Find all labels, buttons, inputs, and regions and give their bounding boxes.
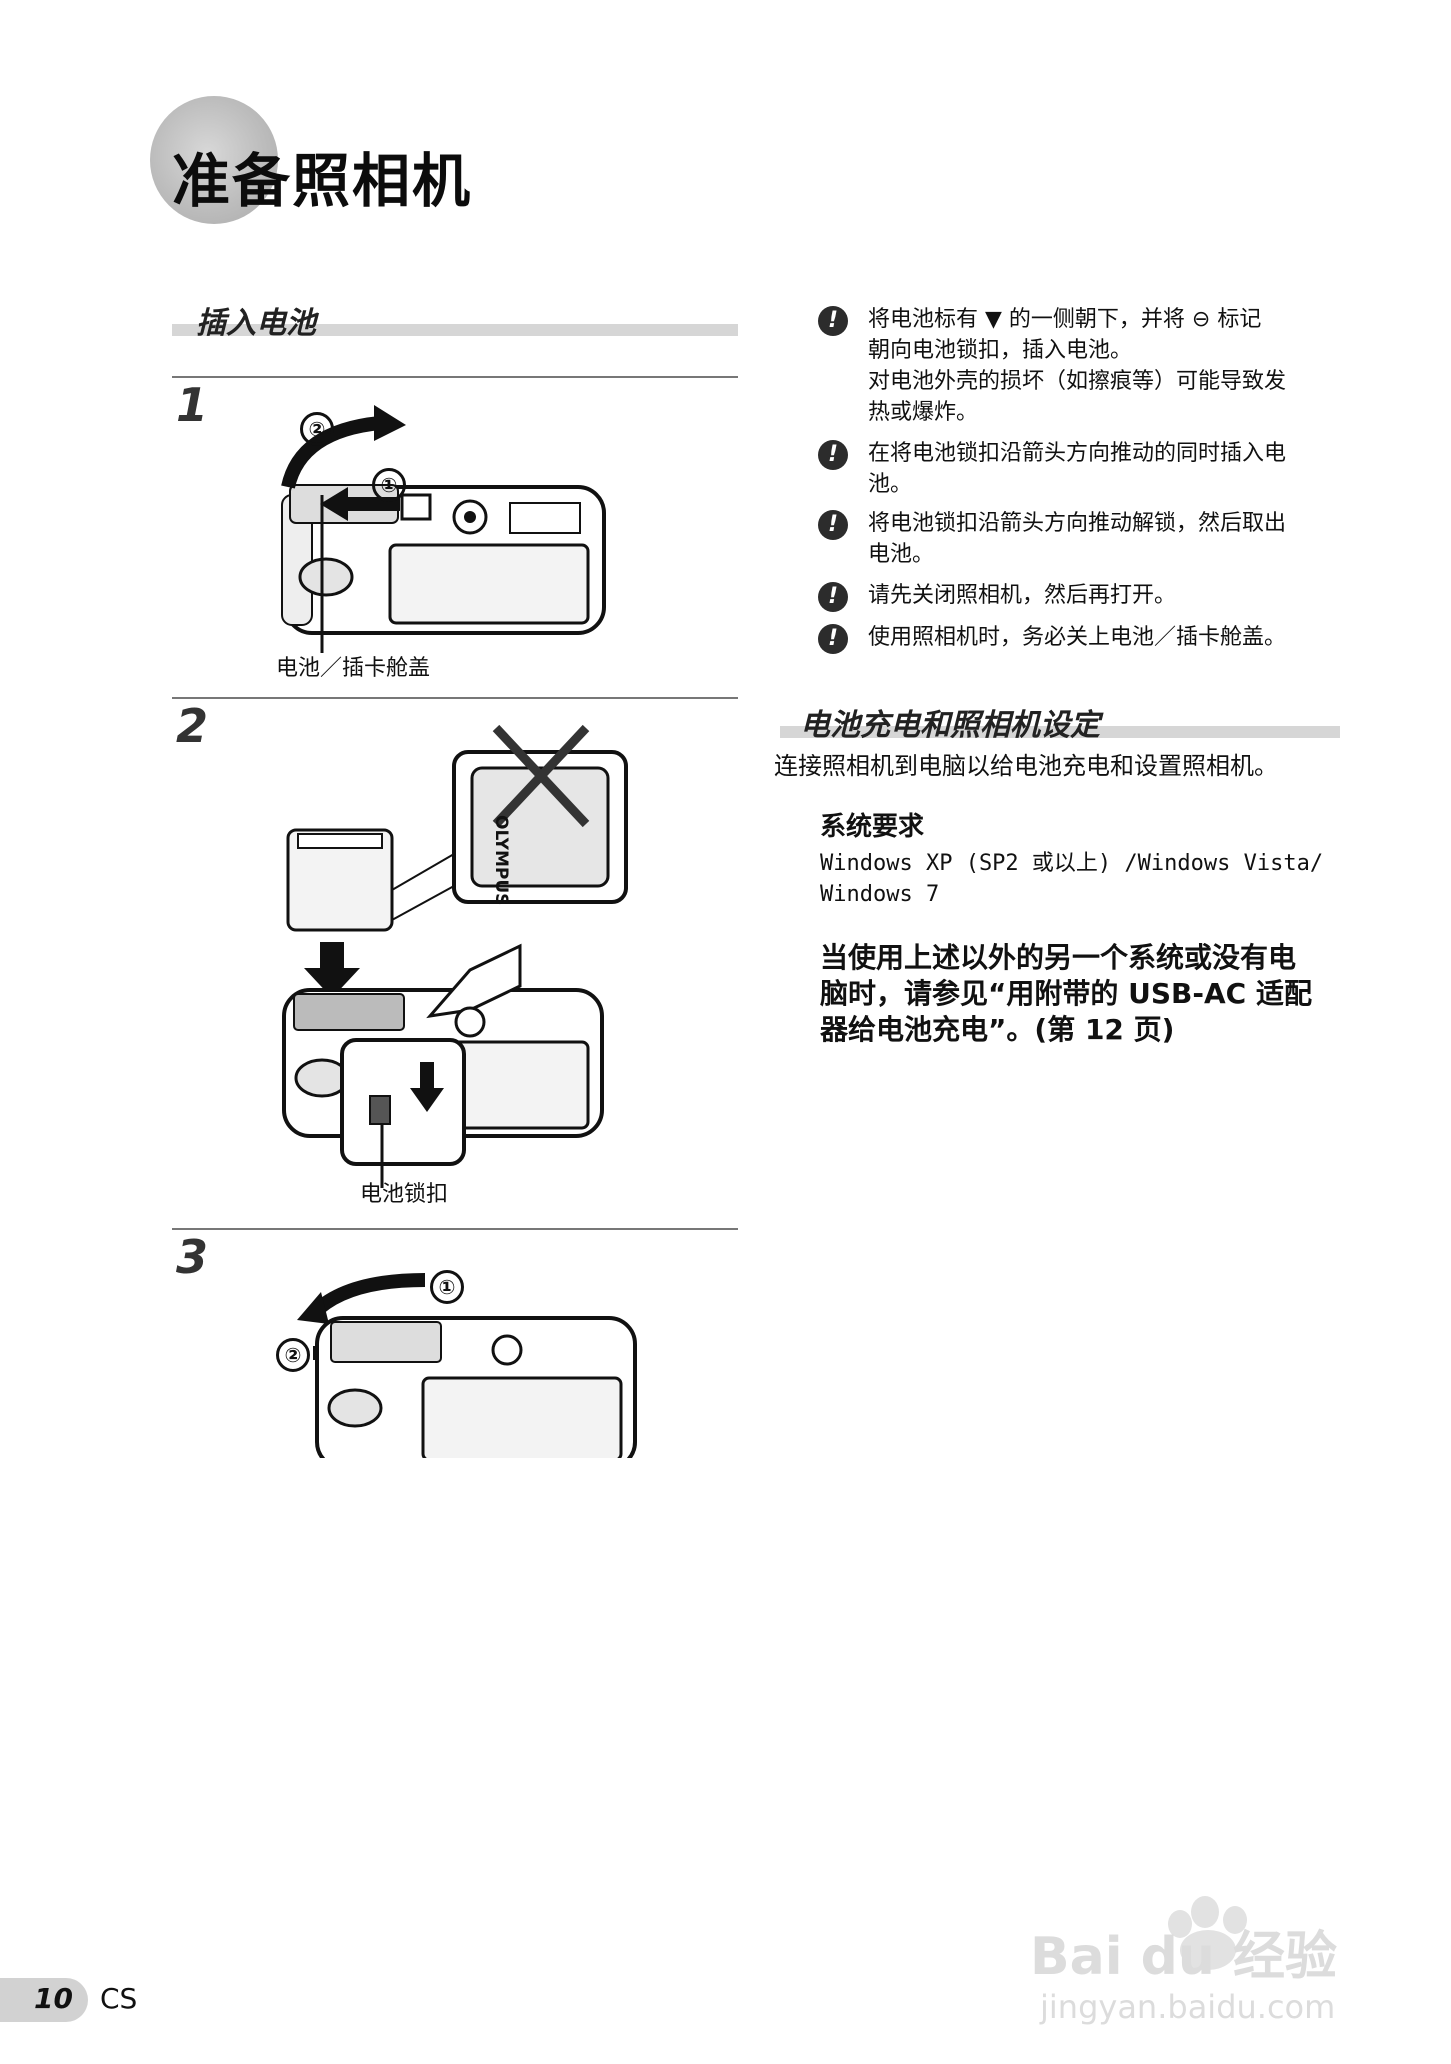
step-divider: [172, 697, 738, 699]
step-number-2: 2: [176, 699, 209, 753]
caution-note: ! 在将电池锁扣沿箭头方向推动的同时插入电 池。: [818, 438, 1338, 500]
sysreq-line: Windows 7: [820, 882, 940, 907]
olympus-logo: OLYMPUS: [491, 815, 511, 906]
language-code: CS: [100, 1982, 138, 2015]
title-camera-disc: [150, 96, 278, 224]
battery-lock-label: 电池锁扣: [360, 1182, 449, 1207]
step-number-3: 3: [176, 1230, 209, 1284]
alt-charging-line: 当使用上述以外的另一个系统或没有电: [820, 941, 1297, 974]
baidu-watermark: Bai du 经验 jingyan.baidu.com: [1030, 1896, 1337, 2026]
callout-2: ②: [276, 1338, 310, 1372]
caution-icon: !: [818, 440, 848, 470]
battery-card-cover-label: 电池／插卡舱盖: [276, 656, 431, 681]
alt-charging-note: 当使用上述以外的另一个系统或没有电 脑时，请参见“用附带的 USB-AC 适配 …: [820, 940, 1312, 1048]
watermark-text: Bai du 经验: [1030, 1927, 1337, 1987]
note-line: 将电池锁扣沿箭头方向推动解锁，然后取出: [868, 511, 1287, 536]
sysreq-line: Windows XP (SP2 或以上) /Windows Vista/: [820, 851, 1324, 876]
caution-note: ! 将电池锁扣沿箭头方向推动解锁，然后取出 电池。: [818, 508, 1338, 570]
note-line: 请先关闭照相机，然后再打开。: [868, 583, 1177, 608]
note-line: 朝向电池锁扣，插入电池。: [868, 338, 1133, 363]
step-divider: [172, 376, 738, 378]
caution-icon: !: [818, 624, 848, 654]
caution-icon: !: [818, 306, 848, 336]
section-title-insert-battery: 插入电池: [196, 306, 316, 341]
section-bar: [780, 726, 1340, 738]
section-title-charging-setup: 电池充电和照相机设定: [800, 708, 1100, 743]
callout-1: ①: [372, 468, 406, 502]
callout-1: ①: [430, 1270, 464, 1304]
alt-charging-line: 脑时，请参见“用附带的 USB-AC 适配: [820, 977, 1312, 1010]
page-title: 准备照相机: [172, 147, 473, 215]
note-line: 热或爆炸。: [868, 400, 979, 425]
section-bar: [172, 324, 738, 336]
step-number-1: 1: [176, 378, 209, 432]
note-line: 使用照相机时，务必关上电池／插卡舱盖。: [868, 625, 1287, 650]
note-line: 在将电池锁扣沿箭头方向推动的同时插入电: [868, 441, 1287, 466]
page-number: 10: [34, 1982, 73, 2015]
alt-charging-line: 器给电池充电”。(第 12 页): [820, 1013, 1175, 1046]
camera-illustration-step1: [281, 405, 606, 653]
caution-note: ! 使用照相机时，务必关上电池／插卡舱盖。: [818, 622, 1338, 654]
camera-illustration-step2: [282, 724, 628, 1188]
watermark-url: jingyan.baidu.com: [1039, 1988, 1335, 2026]
sysreq-list: Windows XP (SP2 或以上) /Windows Vista/ Win…: [820, 848, 1323, 910]
note-line: 池。: [868, 472, 913, 497]
caution-icon: !: [818, 582, 848, 612]
caution-note: ! 请先关闭照相机，然后再打开。: [818, 580, 1338, 612]
camera-illustration-step3: [297, 1273, 637, 1458]
sysreq-heading: 系统要求: [820, 812, 925, 842]
note-line: 电池。: [868, 542, 935, 567]
caution-note: ! 将电池标有 ▼ 的一侧朝下，并将 ⊖ 标记 朝向电池锁扣，插入电池。 对电池…: [818, 304, 1338, 428]
caution-icon: !: [818, 510, 848, 540]
note-line: 对电池外壳的损坏（如擦痕等）可能导致发: [868, 369, 1287, 394]
step-divider: [172, 1228, 738, 1230]
page-number-tab: [0, 1978, 88, 2022]
intro-text: 连接照相机到电脑以给电池充电和设置照相机。: [774, 752, 1278, 780]
note-line: 将电池标有 ▼ 的一侧朝下，并将 ⊖ 标记: [868, 307, 1262, 332]
callout-2: ②: [300, 412, 334, 446]
